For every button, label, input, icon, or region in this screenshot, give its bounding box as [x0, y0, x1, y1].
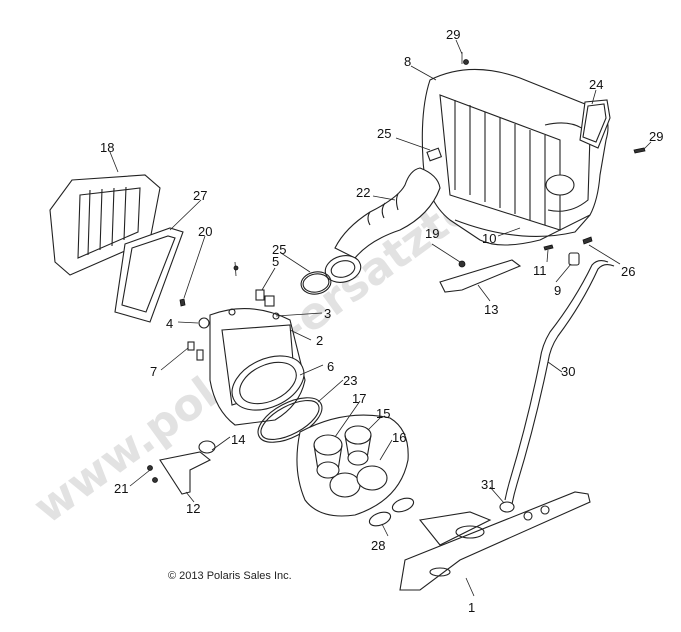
part-21-bolts — [147, 465, 158, 483]
callout-21: 21 — [114, 481, 128, 496]
callout-29-top: 29 — [446, 27, 460, 42]
callout-24: 24 — [589, 77, 603, 92]
leader-lines — [109, 39, 652, 597]
callout-13: 13 — [484, 302, 498, 317]
callout-19: 19 — [425, 226, 439, 241]
callout-7: 7 — [150, 364, 157, 379]
callout-2: 2 — [316, 333, 323, 348]
part-31-clamp — [499, 501, 515, 513]
part-29-screw-top — [461, 52, 469, 65]
part-11-clip — [543, 244, 554, 251]
part-9-grommet — [568, 252, 580, 266]
part-30-drain-hose — [504, 259, 615, 505]
callout-15: 15 — [376, 406, 390, 421]
part-10-airbox-base — [454, 214, 591, 237]
part-26-cap — [582, 236, 593, 245]
part-19-bolt — [458, 260, 466, 268]
part-17-boot — [313, 434, 343, 479]
callout-16: 16 — [392, 430, 406, 445]
callout-labels: 1 2 3 4 5 6 7 8 9 10 11 12 13 14 15 16 1… — [100, 27, 663, 615]
callout-28: 28 — [371, 538, 385, 553]
copyright-notice: © 2013 Polaris Sales Inc. — [168, 570, 292, 582]
callout-5: 5 — [272, 254, 279, 269]
part-7-fasteners — [187, 341, 204, 361]
callout-1: 1 — [468, 600, 475, 615]
callout-25-top: 25 — [377, 126, 391, 141]
callout-9: 9 — [554, 283, 561, 298]
part-29-screw-right — [633, 147, 646, 154]
part-12-bracket — [159, 451, 212, 495]
callout-8: 8 — [404, 54, 411, 69]
callout-10: 10 — [482, 231, 496, 246]
callout-27: 27 — [193, 188, 207, 203]
part-18-filter-housing — [49, 174, 161, 276]
callout-25-lower: 25 — [272, 242, 286, 257]
callout-20: 20 — [198, 224, 212, 239]
part-23-seal-ring — [257, 397, 323, 443]
part-25-clamp-lower — [300, 271, 332, 295]
part-15-boot — [344, 425, 372, 466]
callout-31: 31 — [481, 477, 495, 492]
callout-26: 26 — [621, 264, 635, 279]
part-8-airbox-cover — [421, 68, 609, 246]
part-20-screws — [179, 261, 239, 307]
part-25-clamp-top — [426, 147, 443, 162]
part-5-fitting — [255, 289, 275, 307]
part-24-filter — [579, 99, 611, 149]
callout-11: 11 — [533, 263, 547, 278]
part-2-filter-cover — [209, 308, 306, 426]
part-4-nut — [198, 317, 210, 329]
part-14-grommet — [198, 440, 216, 454]
callout-3: 3 — [324, 306, 331, 321]
callout-17: 17 — [352, 391, 366, 406]
callout-4: 4 — [166, 316, 173, 331]
part-1-mounting-plate — [399, 491, 591, 591]
callout-29-right: 29 — [649, 129, 663, 144]
part-13-bracket — [439, 259, 522, 293]
callout-23: 23 — [343, 373, 357, 388]
callout-12: 12 — [186, 501, 200, 516]
callout-6: 6 — [327, 359, 334, 374]
callout-30: 30 — [561, 364, 575, 379]
callout-18: 18 — [100, 140, 114, 155]
callout-22: 22 — [356, 185, 370, 200]
part-27-air-filter — [114, 227, 184, 323]
callout-14: 14 — [231, 432, 245, 447]
